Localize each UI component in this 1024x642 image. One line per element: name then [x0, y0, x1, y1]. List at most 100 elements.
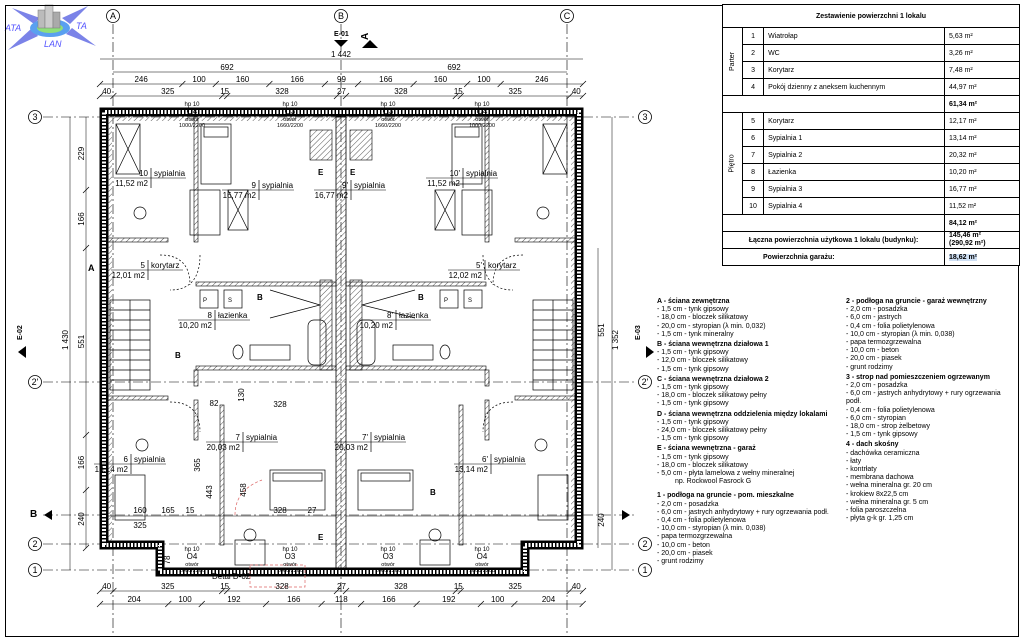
dimension-value: 551: [77, 334, 86, 348]
bed-icon: [357, 469, 414, 511]
legend-item: - papa termozgrzewalna: [846, 339, 922, 347]
svg-text:otwór: otwór: [381, 117, 395, 123]
svg-text:B: B: [338, 11, 344, 21]
legend-item: - 18,0 cm - bloczek silikatowy: [657, 314, 749, 322]
legend-wall-layers: A - ściana zewnętrzna- 1,5 cm - tynk gip…: [657, 296, 841, 566]
area-cell-no: 3: [742, 61, 765, 79]
svg-text:11,52 m2: 11,52 m2: [115, 179, 148, 188]
area-cell-area: 7,48 m²: [944, 61, 1020, 79]
logo-text-right: TA: [76, 21, 87, 31]
svg-text:B: B: [430, 488, 436, 497]
dimension-value: 27: [337, 582, 346, 591]
legend-item: - 0,4 cm - folia polietylenowa: [846, 322, 935, 330]
legend-item: - 12,0 cm - bloczek silikatowy: [657, 357, 749, 365]
dimension-value: 240: [597, 513, 606, 527]
svg-text:B: B: [175, 351, 181, 360]
svg-text:O3: O3: [285, 107, 296, 116]
svg-text:16,77 m2: 16,77 m2: [223, 191, 257, 200]
toilet-icon: [439, 344, 451, 360]
svg-text:7: 7: [236, 433, 241, 442]
dimension-value: 100: [491, 595, 505, 604]
wall-type-markers: E E B B B B E P S P S Detal D-02: [175, 168, 472, 581]
detail-label: Detal D-02: [212, 572, 251, 581]
dimension-value: 160: [434, 75, 448, 84]
area-cell-no: 6: [742, 129, 765, 147]
legend-item: - kontrłaty: [846, 466, 877, 474]
legend-title: 3 - strop nad pomieszczeniem ogrzewanym: [846, 373, 990, 381]
svg-text:8': 8': [387, 311, 393, 320]
svg-text:otwór: otwór: [475, 117, 489, 123]
dimension-total: 1 352: [611, 329, 620, 350]
svg-text:3: 3: [642, 112, 647, 122]
svg-text:hp 10: hp 10: [282, 102, 298, 108]
svg-text:otwór: otwór: [185, 562, 199, 568]
area-cell-no: 7: [742, 146, 765, 164]
legend-title: E - ściana wewnętrzna - garaż: [657, 445, 756, 453]
svg-text:otwór: otwór: [185, 117, 199, 123]
area-cell-no: 2: [742, 44, 765, 62]
svg-text:E: E: [350, 168, 356, 177]
dimension-value: 166: [77, 212, 86, 226]
svg-text:sypialnia: sypialnia: [354, 181, 386, 190]
dimension-value: 192: [227, 595, 241, 604]
legend-item: np. Rockwool Fasrock G: [675, 478, 752, 486]
svg-text:hp 10: hp 10: [282, 547, 298, 553]
svg-text:1000/2200: 1000/2200: [179, 568, 205, 574]
area-cell-area: 3,26 m²: [944, 44, 1020, 62]
chair-icon: [135, 438, 149, 452]
axis-marker-b: B: [334, 9, 348, 23]
company-logo: ATA TA LAN: [4, 4, 96, 50]
legend-item: - grunt rodzimy: [846, 363, 893, 371]
svg-text:6: 6: [124, 455, 129, 464]
section-a-left: A: [88, 263, 95, 273]
svg-text:10,20 m2: 10,20 m2: [360, 321, 394, 330]
area-cell-no: 9: [742, 180, 765, 198]
legend-title: 1 - podłoga na gruncie - pom. mieszkalne: [657, 492, 794, 500]
section-e03: E-03: [635, 325, 642, 340]
axis-marker-c: C: [560, 9, 574, 23]
wardrobe-icon: [434, 189, 456, 231]
legend-item: - membrana dachowa: [846, 474, 914, 482]
legend-title: B - ściana wewnętrzna działowa 1: [657, 341, 769, 349]
party-wall: [335, 116, 347, 569]
legend-item: - 10,0 cm - styropian (λ min. 0,038): [657, 525, 766, 533]
dimension-value: 328: [275, 582, 289, 591]
subtotal-value: 61,34 m²: [944, 95, 1020, 113]
legend-item: - wełna mineralna gr. 20 cm: [846, 482, 932, 490]
svg-text:1: 1: [32, 565, 37, 575]
legend-item: - 6,0 cm - jastrych: [846, 314, 902, 322]
svg-text:B: B: [418, 293, 424, 302]
svg-text:korytarz: korytarz: [488, 261, 516, 270]
svg-text:P: P: [203, 298, 207, 304]
logo-text-left: ATA: [4, 23, 21, 33]
svg-text:S: S: [468, 298, 472, 304]
dimension-value: 692: [447, 63, 461, 72]
svg-text:hp 10: hp 10: [380, 102, 396, 108]
svg-text:B: B: [257, 293, 263, 302]
area-cell-name: Pokój dzienny z aneksem kuchennym: [763, 78, 945, 96]
area-cell-area: 13,14 m²: [944, 129, 1020, 147]
legend-item: - grunt rodzimy: [657, 558, 704, 566]
chair-icon: [536, 206, 550, 220]
svg-text:sypialnia: sypialnia: [494, 455, 526, 464]
svg-text:5: 5: [141, 261, 146, 270]
area-cell-area: 11,52 m²: [944, 197, 1020, 215]
dimension-value: 192: [442, 595, 456, 604]
section-markers: E-01 A E-02 E-03 A B: [17, 31, 654, 520]
svg-text:hp 10: hp 10: [474, 547, 490, 553]
area-cell-name: WC: [763, 44, 945, 62]
stairs-right: [532, 299, 574, 391]
legend-item: - 10,0 cm - beton: [657, 541, 710, 549]
